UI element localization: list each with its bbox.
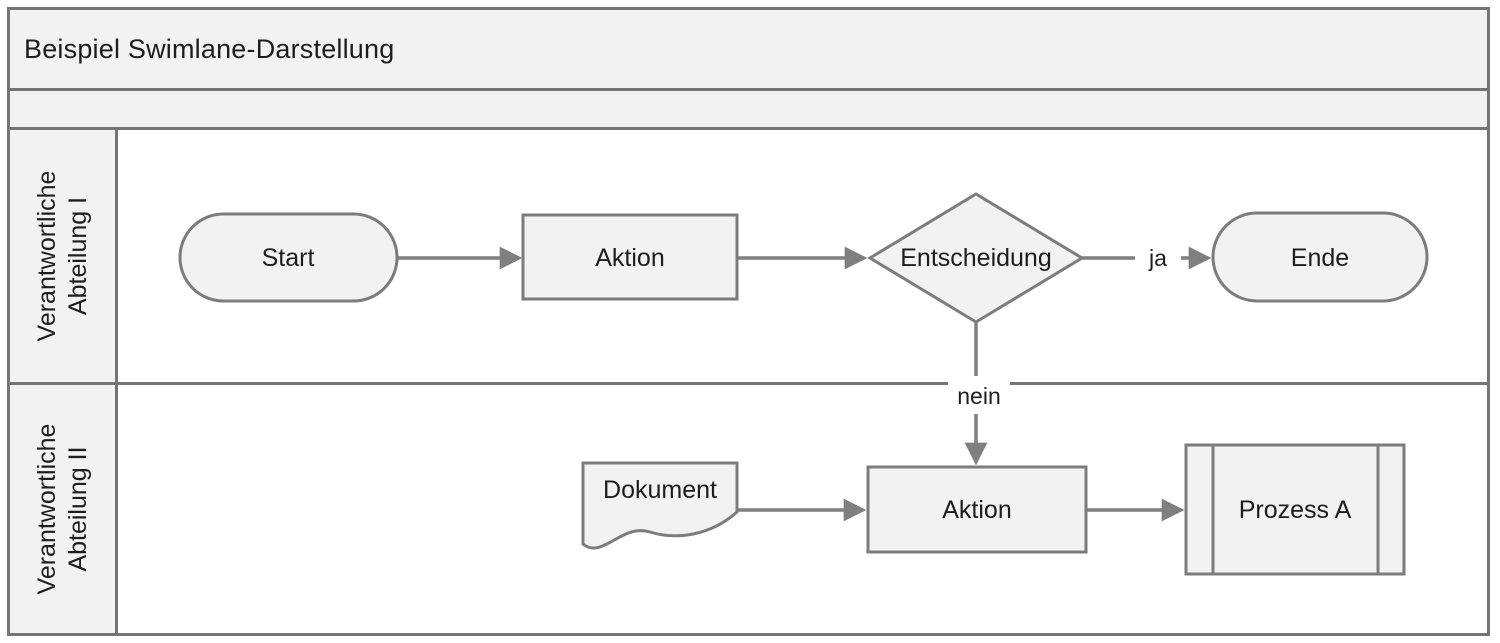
dokument-label: Dokument <box>603 476 717 504</box>
lane-2-label-cell: Verantwortliche Abteilung II <box>10 385 118 633</box>
edge-label-nein-text: nein <box>957 383 1000 409</box>
node-start: Start <box>178 212 399 303</box>
edge-label-ja-text: ja <box>1148 245 1167 271</box>
node-aktion-2: Aktion <box>866 465 1088 554</box>
diagram-title-row: Beispiel Swimlane-Darstellung <box>10 10 1487 91</box>
dokument-document-shape <box>581 461 739 550</box>
edge-label-ja-backing <box>1135 242 1181 274</box>
node-ende: Ende <box>1211 211 1429 303</box>
start-label: Start <box>262 244 315 272</box>
aktion-1-process-shape <box>521 213 739 301</box>
node-dokument: Dokument <box>581 461 739 550</box>
diagram-title: Beispiel Swimlane-Darstellung <box>24 33 395 64</box>
entscheidung-decision-shape <box>867 192 1085 324</box>
edge-label-ja: ja <box>1135 242 1181 274</box>
ende-label: Ende <box>1291 244 1349 272</box>
node-prozess-a: Prozess A <box>1184 443 1406 576</box>
lane-1-label-cell: Verantwortliche Abteilung I <box>10 130 118 382</box>
start-terminator-shape <box>178 212 399 303</box>
edge-label-nein-backing <box>948 376 1010 414</box>
aktion-2-process-shape <box>866 465 1088 554</box>
aktion-1-label: Aktion <box>595 244 664 272</box>
prozess-a-subprocess-shape <box>1184 443 1406 576</box>
prozess-a-label: Prozess A <box>1239 496 1352 524</box>
ende-terminator-shape <box>1211 211 1429 303</box>
node-aktion-1: Aktion <box>521 213 739 301</box>
entscheidung-label: Entscheidung <box>900 244 1052 272</box>
aktion-2-label: Aktion <box>942 496 1011 524</box>
empty-header-row <box>10 91 1487 130</box>
edge-label-nein: nein <box>948 376 1010 414</box>
node-entscheidung: Entscheidung <box>867 192 1085 324</box>
